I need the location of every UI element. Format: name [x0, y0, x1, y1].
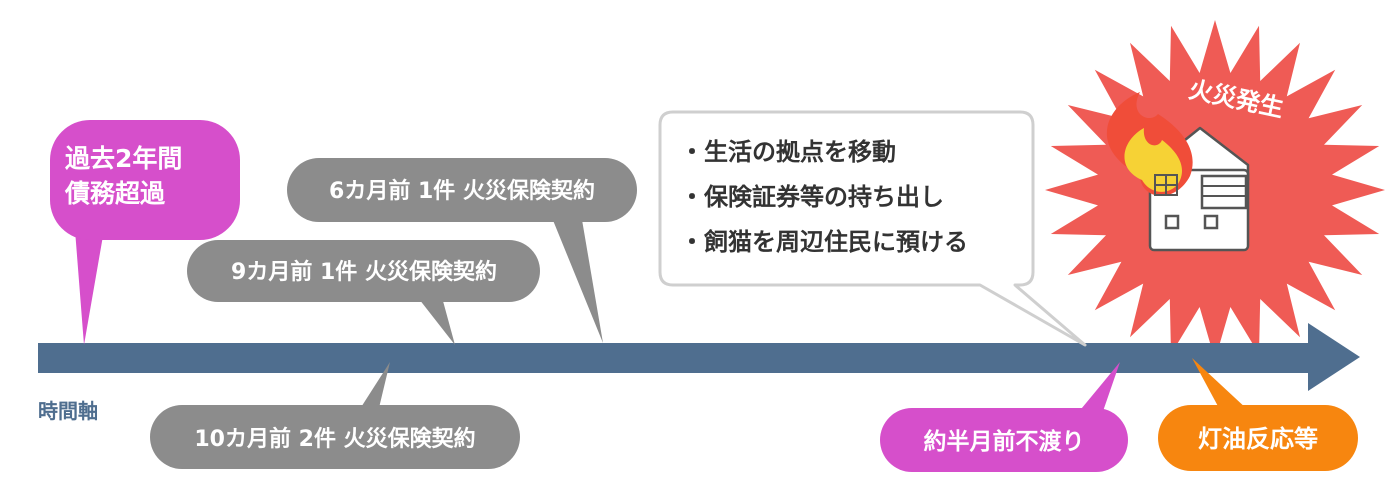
bubble-insurance-9m: 9カ月前 1件 火災保険契約 [187, 240, 540, 345]
callout-item: ・生活の拠点を移動 [680, 138, 896, 166]
bubble-debt-text: 過去2年間 債務超過 [64, 144, 191, 208]
callout-item: ・保険証券等の持ち出し [680, 183, 944, 211]
callout-motives: ・生活の拠点を移動 ・保険証券等の持ち出し ・飼猫を周辺住民に預ける [658, 110, 1087, 347]
callout-item: ・飼猫を周辺住民に預ける [680, 228, 968, 256]
bubble-insurance-9m-text: 9カ月前 1件 火災保険契約 [231, 259, 497, 285]
bubble-insurance-6m-text: 6カ月前 1件 火災保険契約 [329, 178, 595, 204]
bubble-insurance-10m: 10カ月前 2件 火災保険契約 [150, 362, 520, 469]
fire-burst: 火災発生 [1045, 20, 1385, 360]
bubble-insurance-6m: 6カ月前 1件 火災保険契約 [287, 158, 637, 343]
bubble-dishonor: 約半月前不渡り [880, 362, 1128, 472]
timeline-axis [38, 323, 1360, 391]
timeline-axis-label: 時間軸 [38, 399, 98, 423]
bubble-oil-text: 灯油反応等 [1198, 425, 1318, 453]
bubble-debt: 過去2年間 債務超過 [50, 120, 240, 345]
bubble-oil: 灯油反応等 [1158, 358, 1358, 471]
burning-house-icon [1106, 92, 1250, 252]
callout-list: ・生活の拠点を移動 ・保険証券等の持ち出し ・飼猫を周辺住民に預ける [680, 138, 968, 256]
bubble-dishonor-text: 約半月前不渡り [924, 428, 1085, 455]
bubble-insurance-10m-text: 10カ月前 2件 火災保険契約 [194, 426, 475, 452]
